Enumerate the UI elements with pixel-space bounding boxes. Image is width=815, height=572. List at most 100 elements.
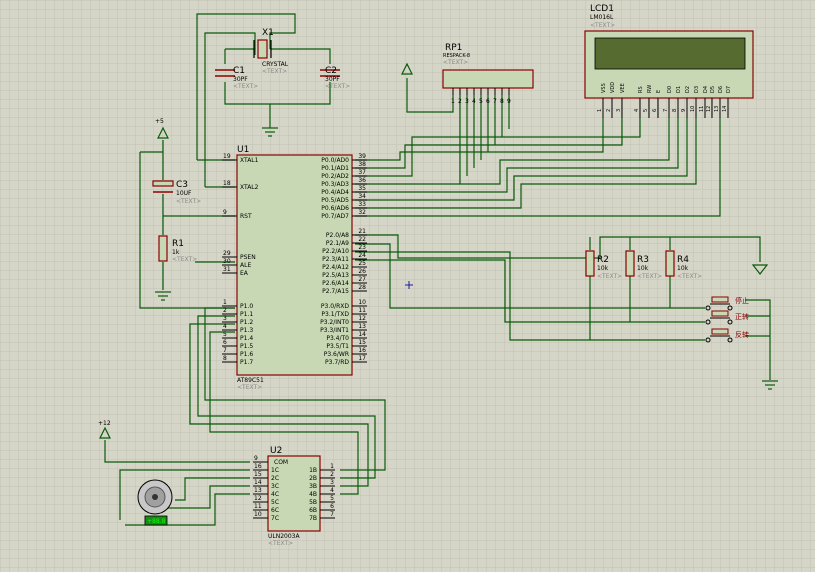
rp1-pin-number: 3 [465, 98, 469, 105]
rp1-text: <TEXT> [443, 59, 468, 66]
u1-ref: U1 [237, 145, 249, 155]
switch-reverse-label: 反转 [735, 330, 749, 339]
u2-pin-name: 7C [271, 515, 279, 522]
u1-pin-number: 9 [223, 209, 227, 216]
x1-ref: X1 [262, 28, 274, 38]
u1-pin-name: EA [240, 270, 249, 277]
u1-pin-number: 15 [358, 339, 366, 346]
u1-pin-number: 37 [358, 169, 366, 176]
u1-pin-name: P0.4/AD4 [321, 189, 349, 196]
lcd-pin-number: 14 [722, 106, 728, 112]
ground-crystal-icon [262, 127, 278, 137]
crystal-x1[interactable] [253, 39, 272, 59]
r4-ref: R4 [677, 255, 689, 265]
r2-value: 10k [597, 265, 609, 272]
capacitor-c2-symbol[interactable] [320, 69, 340, 77]
lcd-pin-number: 9 [681, 109, 687, 112]
r3-text: <TEXT> [637, 273, 662, 280]
lcd-pin-name: D3 [694, 86, 700, 93]
u1-pin-number: 33 [358, 201, 366, 208]
lcd-pin-name: RS [638, 86, 644, 93]
u2-pin-number: 4 [330, 487, 334, 494]
u2-pin-number: 1 [330, 463, 334, 470]
resistor-r4-symbol[interactable] [665, 250, 675, 277]
u1-pin-number: 38 [358, 161, 366, 168]
u2-pins: 161C152C143C134C125C116C107CCOM911B22B33… [253, 455, 335, 522]
u1-pin-number: 18 [223, 180, 231, 187]
u1-pin-name: P2.1/A9 [326, 240, 349, 247]
switch-stop[interactable] [705, 296, 733, 311]
u1-pin-number: 1 [223, 299, 227, 306]
u1-pin-number: 32 [358, 209, 366, 216]
u1-pin-name: P0.2/AD2 [321, 173, 349, 180]
u1-pin-name: P0.6/AD6 [321, 205, 349, 212]
u2-pin-name: 3B [309, 483, 317, 490]
u1-pin-name: P1.0 [240, 303, 253, 310]
u2-pin-name: 3C [271, 483, 279, 490]
u2-pin-name: 2B [309, 475, 317, 482]
lcd-pin-name: VDD [610, 82, 616, 93]
u2-pin-number: 13 [254, 487, 262, 494]
u1-pin-number: 34 [358, 193, 366, 200]
resistor-r2-symbol[interactable] [585, 250, 595, 277]
u1-pin-name: P2.5/A13 [322, 272, 349, 279]
rp1-body[interactable] [442, 69, 534, 89]
u2-part: ULN2003A [268, 533, 300, 540]
switch-stop-label: 停止 [735, 296, 749, 305]
u1-pin-number: 30 [223, 258, 231, 265]
lcd-module[interactable] [584, 30, 754, 99]
u1-pin-name: ALE [240, 262, 251, 269]
capacitor-c1-symbol[interactable] [215, 69, 235, 77]
u1-pin-name: P3.6/WR [324, 351, 349, 358]
u2-pin-number: 14 [254, 479, 262, 486]
switch-forward[interactable] [705, 310, 733, 325]
c2-ref: C2 [325, 66, 337, 76]
u1-pin-name: P3.0/RXD [321, 303, 349, 310]
u1-pin-number: 13 [358, 323, 366, 330]
u1-pin-name: P1.1 [240, 311, 253, 318]
u1-body[interactable] [236, 154, 353, 376]
lcd-ref: LCD1 [590, 4, 614, 14]
stepper-motor[interactable] [137, 479, 173, 526]
r1-text: <TEXT> [172, 256, 197, 263]
ground-pullup-icon [751, 264, 769, 275]
rp1-pin-number: 8 [500, 98, 504, 105]
u1-pin-number: 5 [223, 331, 227, 338]
u1-pin-name: P1.2 [240, 319, 253, 326]
u2-pin-number: 3 [330, 479, 334, 486]
capacitor-c3-symbol[interactable] [152, 180, 174, 193]
u1-pin-number: 14 [358, 331, 366, 338]
u1-pin-number: 26 [358, 268, 366, 275]
u2-pin-number: 12 [254, 495, 262, 502]
u1-text: <TEXT> [237, 384, 262, 391]
lcd-pin-name: D2 [685, 86, 691, 93]
c3-text: <TEXT> [176, 198, 201, 205]
u1-pin-name: P1.4 [240, 335, 253, 342]
u2-pin-number: 11 [254, 503, 262, 510]
u2-pin-name: 5B [309, 499, 317, 506]
u1-pin-name: P0.5/AD5 [321, 197, 349, 204]
resistor-r3-symbol[interactable] [625, 250, 635, 277]
lcd-pin-number: 13 [714, 106, 720, 112]
rp1-pin-number: 9 [507, 98, 511, 105]
r4-text: <TEXT> [677, 273, 702, 280]
crosshair-icon [405, 281, 413, 289]
lcd-pin-name: D1 [676, 86, 682, 93]
resistor-r1-symbol[interactable] [158, 235, 168, 262]
u2-pin-name: 6C [271, 507, 279, 514]
u1-pin-name: P1.7 [240, 359, 253, 366]
u1-pin-name: P3.1/TXD [321, 311, 349, 318]
vcc12-icon [99, 426, 111, 439]
u1-pin-name: P1.6 [240, 351, 253, 358]
u1-pin-number: 19 [223, 153, 231, 160]
crystal-body [257, 39, 268, 59]
u2-pin-number: 10 [254, 511, 262, 518]
switch-reverse[interactable] [705, 328, 733, 343]
u2-pin-number: 5 [330, 495, 334, 502]
r2-ref: R2 [597, 255, 609, 265]
u2-text: <TEXT> [268, 540, 293, 547]
rp1-pin-number: 7 [493, 98, 497, 105]
r2-text: <TEXT> [597, 273, 622, 280]
ground-switches-icon [762, 380, 778, 390]
